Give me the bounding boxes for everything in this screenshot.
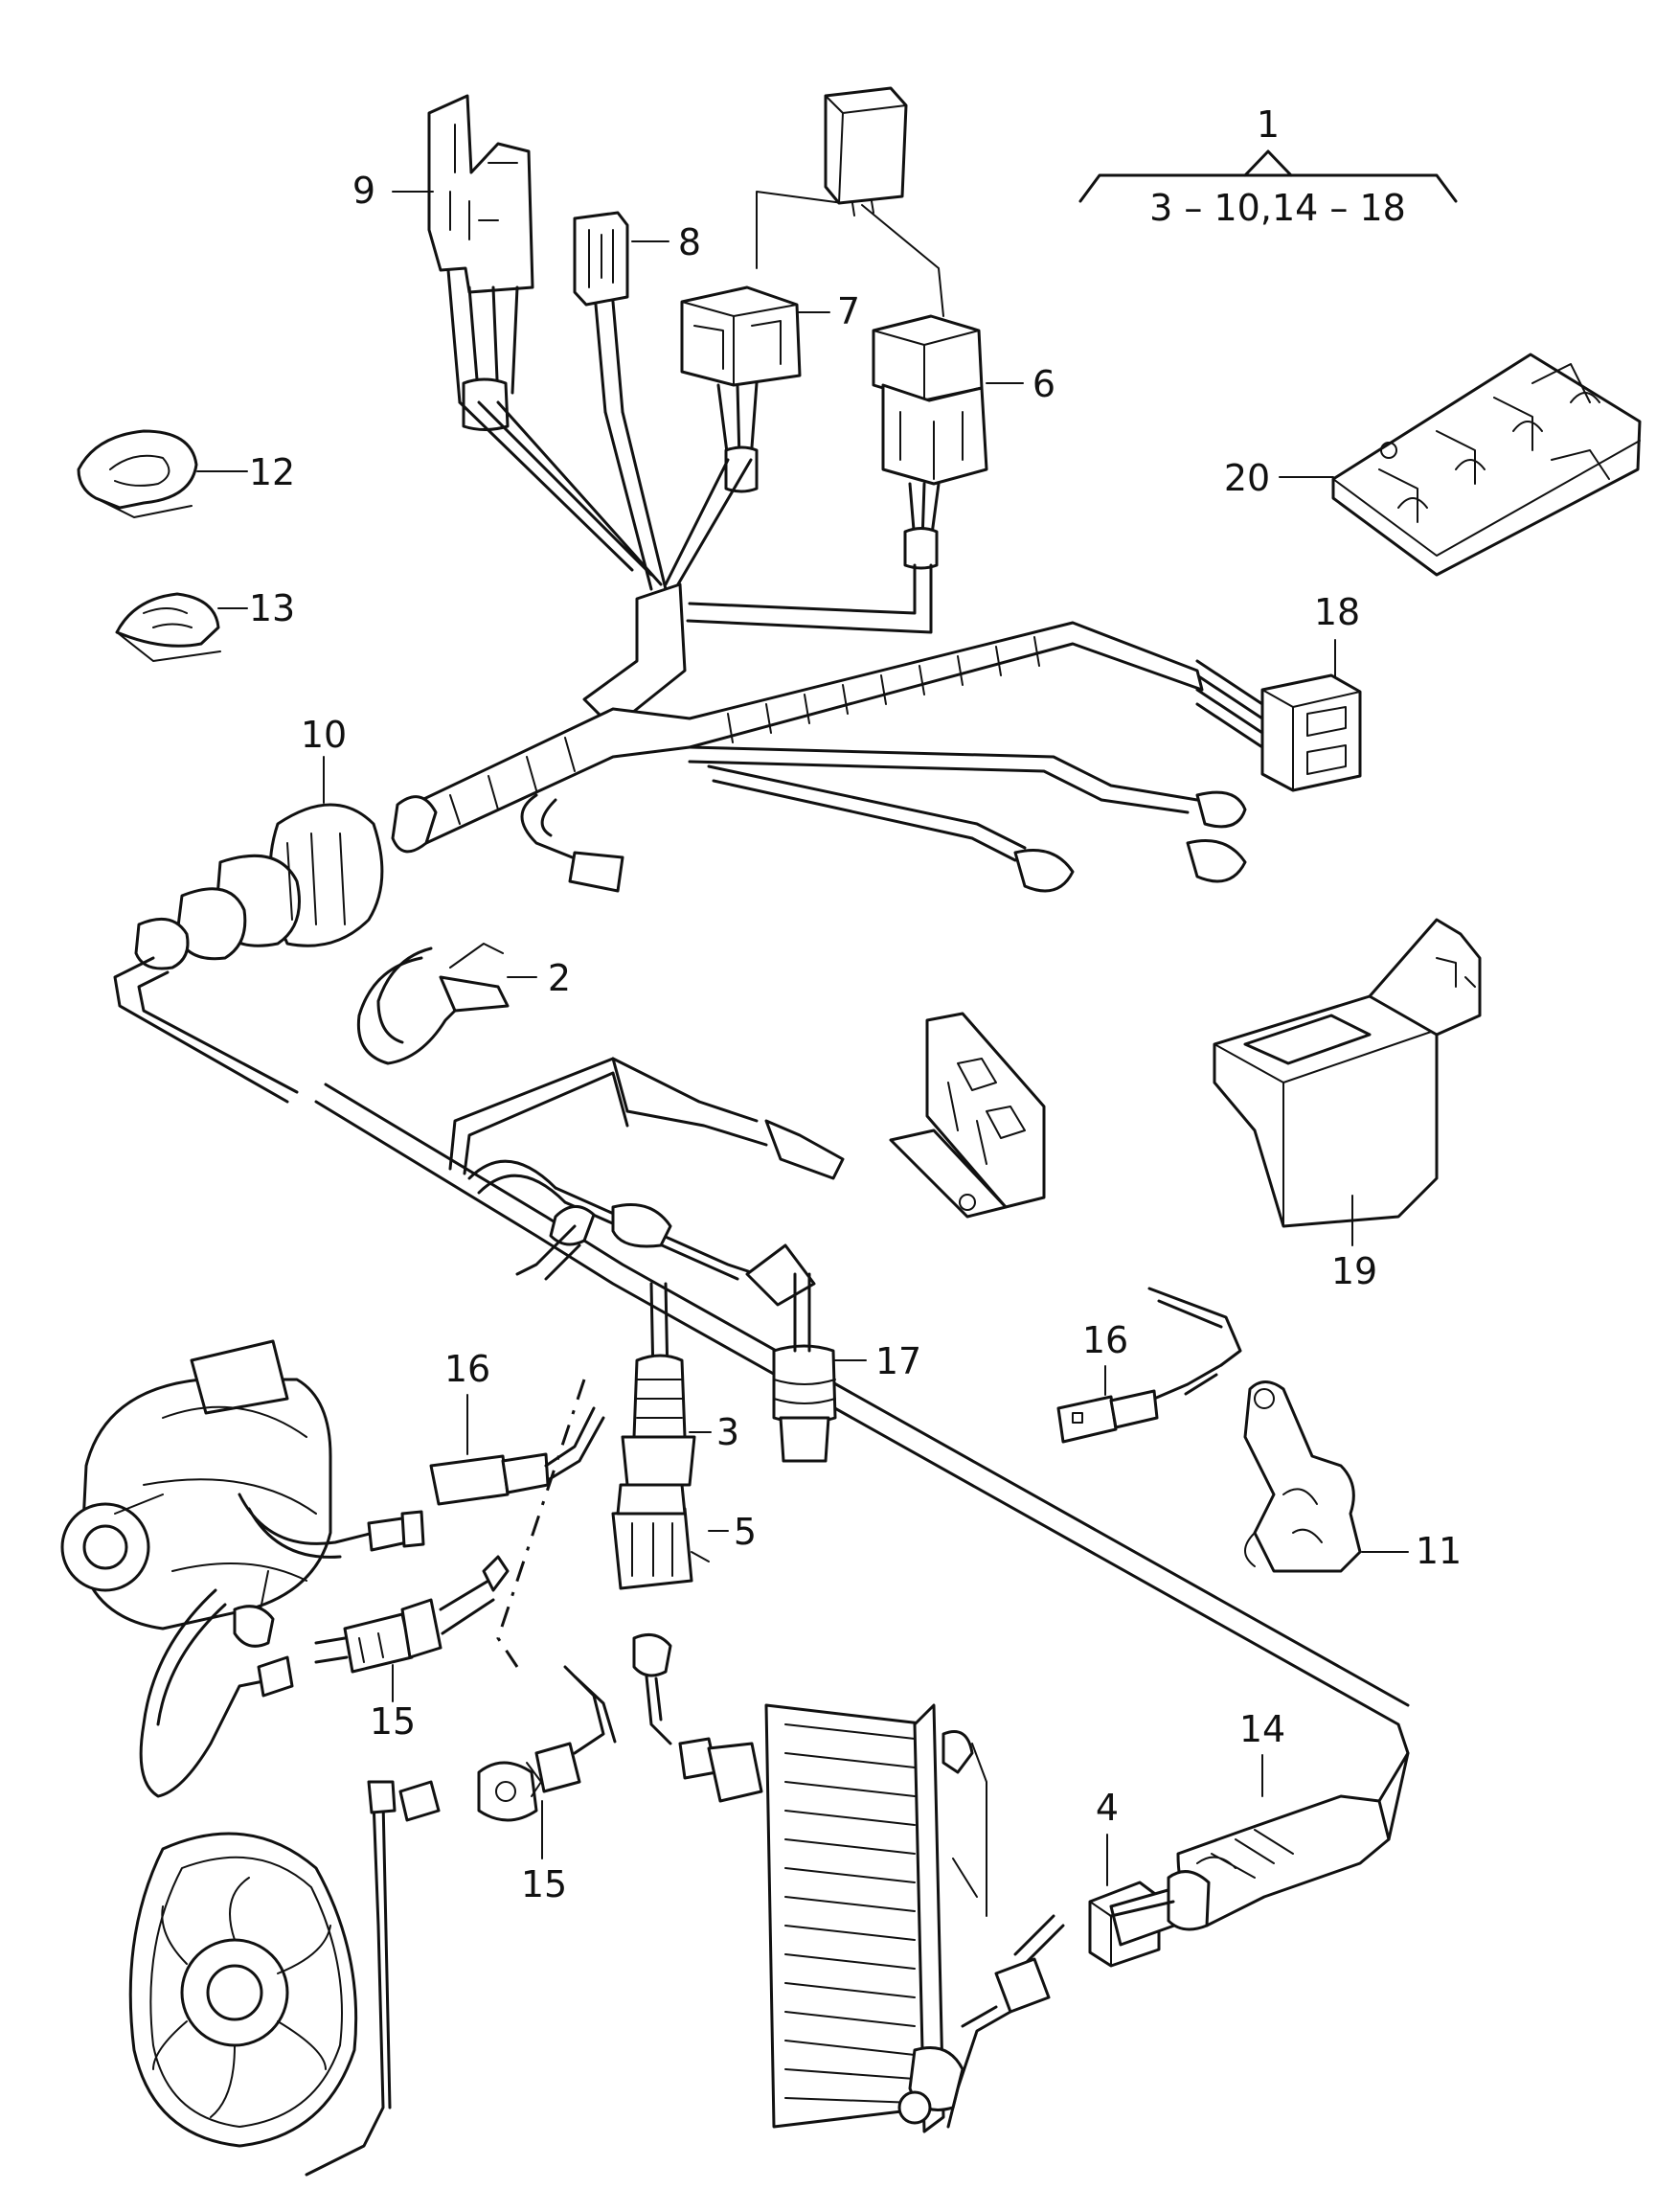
relay: [756, 86, 944, 317]
callout-15-upper: 15: [370, 1700, 416, 1743]
callout-20: 20: [1224, 457, 1270, 499]
cover-19: [1213, 918, 1482, 1228]
connector-16-left: [429, 1406, 605, 1506]
callout-1: 1: [1257, 103, 1280, 146]
callout-7: 7: [837, 290, 860, 332]
callout-10: 10: [301, 714, 347, 756]
connector-18: [1195, 659, 1362, 792]
callout-19: 19: [1331, 1250, 1377, 1292]
relay-socket-7: [680, 285, 802, 493]
callout-9: 9: [352, 170, 375, 212]
callout-2: 2: [548, 957, 571, 999]
mounting-plate: [889, 1012, 1046, 1219]
callout-15-lower: 15: [521, 1863, 567, 1905]
callout-6: 6: [1032, 363, 1055, 405]
assembly-range: 3 – 10,14 – 18: [1149, 187, 1406, 229]
connector-16-right: [1056, 1287, 1242, 1444]
grommet-10: [134, 803, 384, 970]
callout-17: 17: [875, 1340, 921, 1382]
condenser: [764, 1703, 987, 2133]
ac-compressor: [60, 1339, 425, 1630]
connector-5: [611, 1483, 710, 1590]
callout-11: 11: [1416, 1530, 1462, 1572]
connector-3: [621, 1282, 696, 1487]
radiator-fan: [128, 1780, 441, 2177]
bracket-11: [1243, 1380, 1362, 1573]
holder-20: [1331, 353, 1642, 577]
callout-16-right: 16: [1082, 1319, 1128, 1361]
sensor-17: [772, 1272, 837, 1463]
plug-14: [897, 1751, 1410, 2129]
temp-sensor: [632, 1632, 763, 1803]
callout-4: 4: [1096, 1787, 1119, 1829]
cable-tie-2: [356, 943, 510, 1065]
callout-12: 12: [249, 451, 295, 493]
callout-8: 8: [678, 221, 701, 263]
relay-socket-6: [872, 314, 988, 570]
dash-line: [496, 1379, 586, 1668]
callout-5: 5: [734, 1511, 757, 1553]
clip-13: [115, 592, 221, 662]
callout-3: 3: [716, 1411, 739, 1453]
callout-18: 18: [1314, 591, 1360, 633]
assembly-bracket: [1078, 149, 1458, 203]
connector-9: [427, 94, 534, 431]
sensor-15-upper: [139, 1555, 510, 1798]
callout-16-left: 16: [444, 1348, 490, 1390]
callout-14: 14: [1239, 1708, 1285, 1750]
connector-8: [573, 211, 629, 414]
clip-12: [77, 429, 198, 518]
upper-harness: [391, 400, 1247, 893]
lower-harness: [113, 956, 1410, 1755]
sensor-15-lower: [477, 1665, 617, 1822]
callout-13: 13: [249, 587, 295, 629]
